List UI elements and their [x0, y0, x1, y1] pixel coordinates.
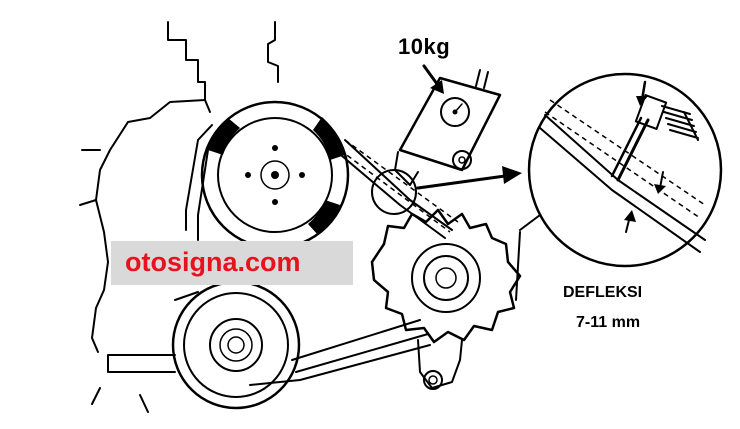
pointer-arrow-icon: [422, 64, 444, 94]
magnifier-callout-icon: [371, 166, 522, 215]
watermark-text: otosigna.com: [125, 247, 301, 277]
watermark-box: otosigna.com: [111, 241, 353, 285]
engine-block-outline: [79, 21, 279, 413]
crankshaft-pulley: [171, 280, 301, 410]
deflection-detail: [527, 72, 723, 268]
deflection-title: DEFLEKSI: [563, 284, 643, 301]
alternator: [370, 208, 541, 390]
belt-deflection-lines: [339, 139, 459, 233]
water-pump-pulley: [200, 100, 350, 250]
force-label: 10kg: [398, 34, 451, 59]
tension-gauge-icon: [394, 69, 502, 186]
deflection-range: 7-11 mm: [576, 314, 641, 331]
